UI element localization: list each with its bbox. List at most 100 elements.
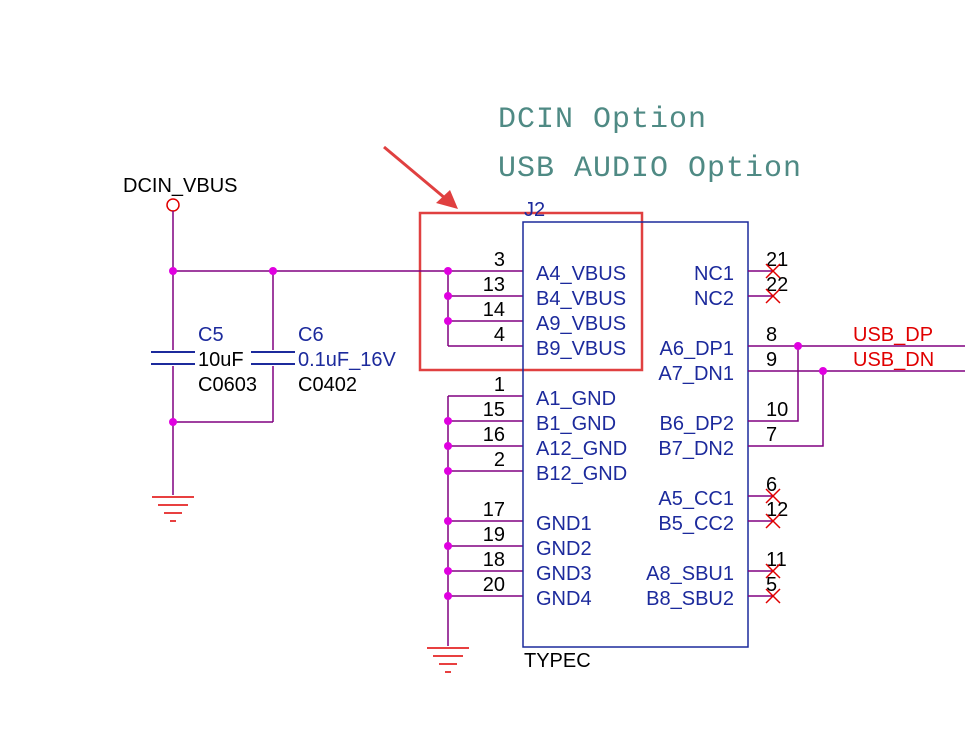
pin-name: GND4: [536, 588, 592, 610]
c6-package: C0402: [298, 374, 357, 396]
pin-name: B8_SBU2: [646, 588, 734, 610]
pin-name: GND1: [536, 513, 592, 535]
capacitor-c5: [151, 351, 195, 365]
highlight-arrow: [383, 145, 458, 209]
note-usb-audio-option: USB AUDIO Option: [498, 152, 802, 186]
pin-name: A1_GND: [536, 388, 616, 410]
c5-value: 10uF: [198, 349, 244, 371]
pin-number: 21: [766, 249, 788, 271]
net-label-usb-dn: USB_DN: [853, 349, 934, 371]
pin-name: A4_VBUS: [536, 263, 626, 285]
pin-number: 11: [766, 549, 787, 571]
c6-ref: C6: [298, 324, 324, 346]
pin-name: B12_GND: [536, 463, 627, 485]
ground-symbol-left: [152, 496, 194, 522]
pin-name: A12_GND: [536, 438, 627, 460]
pin-name: B7_DN2: [658, 438, 734, 460]
pin-number: 16: [483, 424, 505, 446]
pin-nc1: NC1 21: [694, 249, 788, 285]
pin-a8_sbu1: A8_SBU1 11: [646, 549, 787, 585]
pin-number: 10: [766, 399, 788, 421]
capacitor-c6: [251, 351, 295, 365]
pin-number: 1: [494, 374, 505, 396]
c5-ref: C5: [198, 324, 224, 346]
pin-number: 12: [766, 499, 788, 521]
no-connect-icon: [765, 563, 781, 579]
pin-name: GND2: [536, 538, 592, 560]
pin-b7_dn2: B7_DN2 7: [658, 424, 777, 460]
no-connect-icon: [765, 288, 781, 304]
pin-number: 5: [766, 574, 777, 596]
pin-nc2: NC2 22: [694, 274, 788, 310]
power-port-symbol: [166, 198, 180, 212]
junction-dots: [169, 267, 827, 600]
connector-ref: J2: [524, 199, 545, 221]
pin-name: B5_CC2: [658, 513, 734, 535]
pin-a1_gnd: 1A1_GND: [494, 374, 616, 410]
pin-number: 18: [483, 549, 505, 571]
pin-number: 15: [483, 399, 505, 421]
pin-name: A7_DN1: [658, 363, 734, 385]
pin-number: 6: [766, 474, 777, 496]
pin-number: 9: [766, 349, 777, 371]
pin-name: A6_DP1: [660, 338, 735, 360]
no-connect-icon: [765, 513, 781, 529]
pin-name: NC1: [694, 263, 734, 285]
pin-number: 19: [483, 524, 505, 546]
pin-number: 13: [483, 274, 505, 296]
c5-package: C0603: [198, 374, 257, 396]
connector-right-pins: NC121NC222A6_DP18A7_DN19B6_DP210B7_DN27A…: [646, 249, 788, 610]
pin-a4_vbus: 3A4_VBUS: [494, 249, 626, 285]
power-port-label: DCIN_VBUS: [123, 175, 237, 197]
pin-number: 8: [766, 324, 777, 346]
pin-number: 22: [766, 274, 788, 296]
pin-number: 2: [494, 449, 505, 471]
pin-number: 17: [483, 499, 505, 521]
pin-number: 7: [766, 424, 777, 446]
pin-a6_dp1: A6_DP1 8: [660, 324, 778, 360]
pin-name: NC2: [694, 288, 734, 310]
pin-b5_cc2: B5_CC2 12: [658, 499, 788, 535]
pin-name: GND3: [536, 563, 592, 585]
no-connect-icon: [765, 588, 781, 604]
pin-name: B1_GND: [536, 413, 616, 435]
connector-part: TYPEC: [524, 650, 591, 672]
no-connect-icon: [765, 488, 781, 504]
usb-wires: [748, 345, 965, 447]
pin-number: 4: [494, 324, 505, 346]
pin-a7_dn1: A7_DN1 9: [658, 349, 777, 385]
pin-name: A9_VBUS: [536, 313, 626, 335]
connector-j2-body: [522, 221, 749, 648]
pin-name: A5_CC1: [658, 488, 734, 510]
pin-number: 14: [483, 299, 505, 321]
net-label-usb-dp: USB_DP: [853, 324, 933, 346]
pin-name: A8_SBU1: [646, 563, 734, 585]
no-connect-icon: [765, 263, 781, 279]
vbus-wires: [172, 211, 523, 495]
pin-b9_vbus: 4B9_VBUS: [494, 324, 626, 360]
pin-name: B4_VBUS: [536, 288, 626, 310]
gnd-wires: [447, 395, 523, 646]
pin-a5_cc1: A5_CC1 6: [658, 474, 781, 510]
pin-name: B6_DP2: [660, 413, 735, 435]
pin-number: 20: [483, 574, 505, 596]
pin-b8_sbu2: B8_SBU2 5: [646, 574, 781, 610]
pin-name: B9_VBUS: [536, 338, 626, 360]
connector-left-pins: 3A4_VBUS13B4_VBUS14A9_VBUS4B9_VBUS1A1_GN…: [483, 249, 627, 610]
note-dcin-option: DCIN Option: [498, 103, 707, 137]
ground-symbol-connector: [427, 647, 469, 673]
pin-b6_dp2: B6_DP2 10: [660, 399, 789, 435]
pin-number: 3: [494, 249, 505, 271]
vbus-highlight-box: [418, 211, 644, 372]
c6-value: 0.1uF_16V: [298, 349, 397, 371]
